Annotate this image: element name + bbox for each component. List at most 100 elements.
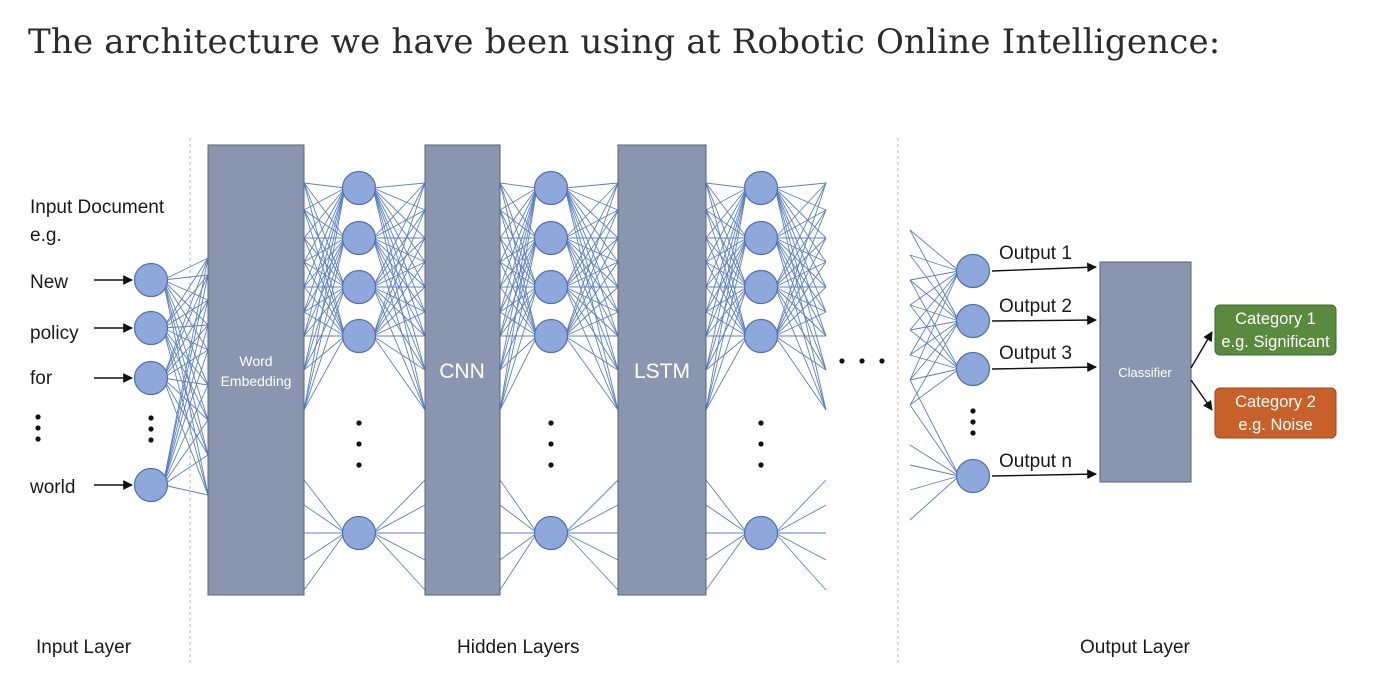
- hidden-layer-edge: [705, 187, 748, 288]
- hidden-layer-edge: [774, 335, 827, 411]
- input-node-ellipsis-dot: [148, 437, 154, 443]
- hidden-layer-edge: [499, 532, 538, 561]
- hidden-layer-edge: [774, 187, 827, 239]
- horizontal-ellipsis-dot: [859, 358, 865, 364]
- output-incoming-edge: [909, 379, 960, 477]
- hidden-layer-edge: [564, 311, 619, 337]
- output-incoming-edge: [909, 368, 960, 381]
- input-layer-label: Input Layer: [36, 637, 132, 658]
- hidden-layer-edge: [499, 335, 538, 411]
- hidden-layer-edge: [303, 532, 346, 591]
- hidden-layer-edge: [303, 209, 346, 288]
- input-node-ellipsis-dot: [148, 426, 154, 432]
- hidden-layer-edge: [564, 532, 619, 561]
- hidden-layer-edge: [303, 187, 346, 371]
- hidden-layer-edge: [303, 237, 346, 371]
- hidden-layer-edge: [499, 187, 538, 263]
- output-incoming-edge: [909, 320, 960, 406]
- hidden-layer-edge: [774, 532, 827, 561]
- hidden-layer-edge: [499, 209, 538, 288]
- ellipsis-dots: [35, 358, 976, 468]
- hidden-layer-edge: [705, 237, 748, 288]
- input-to-embedding-edge: [162, 279, 209, 386]
- hidden-layer-edge: [774, 237, 827, 288]
- output-incoming-edge: [909, 354, 960, 370]
- input-word-policy: policy: [30, 323, 79, 344]
- hidden-layer-edge: [774, 479, 827, 534]
- hidden-layer-edge: [303, 286, 346, 411]
- hidden-layer-edge: [372, 209, 426, 288]
- hidden-layer-edge: [564, 286, 619, 371]
- output-incoming-edge: [909, 320, 960, 381]
- input-to-embedding-edge: [162, 349, 209, 379]
- output-incoming-edge: [909, 475, 960, 521]
- input-to-embedding-edge: [162, 274, 209, 281]
- hidden-node-col2-4: [533, 318, 569, 354]
- hidden-layer-edge: [303, 261, 346, 288]
- hidden-layer-edge: [774, 187, 827, 211]
- hidden-layer-edge: [372, 209, 426, 239]
- hidden-layer-edge: [705, 182, 748, 288]
- hidden-layer-edge: [372, 532, 426, 591]
- input-to-embedding-edge: [162, 279, 209, 421]
- input-to-embedding-edge: [162, 274, 209, 379]
- hidden-layer-edge: [372, 182, 426, 337]
- hidden-layer-edge: [499, 209, 538, 337]
- hidden-layer-edge: [303, 237, 346, 288]
- hidden-layer-edge: [564, 237, 619, 337]
- hidden-layer-edge: [774, 286, 827, 371]
- hidden-layers-label: Hidden Layers: [457, 637, 580, 658]
- hidden-layer-edge: [372, 187, 426, 371]
- hidden-layer-edge: [774, 237, 827, 371]
- classifier-to-category-2-arrow: [1190, 379, 1213, 411]
- hidden-layer-edge: [774, 182, 827, 189]
- hidden-node-ellipsis-dot: [356, 462, 362, 468]
- hidden-layer-edge: [499, 311, 538, 337]
- category-2-box: [1214, 387, 1337, 439]
- input-to-embedding-edge: [162, 299, 209, 329]
- hidden-layer-edge: [372, 261, 426, 337]
- hidden-layer-edge: [372, 187, 426, 239]
- input-to-embedding-edge: [162, 384, 209, 486]
- hidden-layer-edge: [564, 187, 619, 211]
- hidden-layer-edge: [499, 182, 538, 337]
- hidden-layer-edge: [705, 479, 748, 534]
- hidden-node-ellipsis-dot: [548, 441, 554, 447]
- input-to-embedding-edge: [162, 274, 209, 486]
- hidden-layer-edge: [303, 261, 346, 337]
- output-node-4: [955, 458, 991, 494]
- hidden-layer-edge: [372, 261, 426, 288]
- hidden-layer-edge: [499, 479, 538, 534]
- hidden-layer-edge: [303, 182, 346, 337]
- hidden-layer-edge: [705, 237, 748, 337]
- hidden-layer-edge: [705, 182, 748, 189]
- hidden-layer-edge: [499, 286, 538, 411]
- hidden-layer-edge: [774, 182, 827, 239]
- input-to-embedding-edge: [162, 299, 209, 486]
- hidden-layer-edge: [564, 237, 619, 371]
- output-incoming-edge: [909, 320, 960, 331]
- hidden-layer-edge: [499, 187, 538, 288]
- hidden-layer-edge: [499, 182, 538, 189]
- hidden-layer-edge: [564, 209, 619, 337]
- hidden-node-col3-3: [743, 269, 779, 305]
- hidden-layer-edge: [372, 237, 426, 337]
- hidden-node-col3-2: [743, 220, 779, 256]
- input-to-embedding-edge: [162, 327, 209, 496]
- hidden-layer-edge: [774, 261, 827, 288]
- input-to-embedding-edge: [162, 274, 209, 329]
- output-label-3: Output 3: [999, 343, 1072, 364]
- hidden-layer-edge: [303, 286, 346, 371]
- hidden-layer-edge: [303, 182, 346, 288]
- input-word-new: New: [30, 272, 68, 293]
- output-incoming-edge: [909, 368, 960, 406]
- hidden-layer-edge: [372, 182, 426, 189]
- lstm-box: [617, 144, 707, 596]
- input-to-embedding-edge: [162, 327, 209, 421]
- hidden-layer-edge: [705, 311, 748, 337]
- hidden-layer-edge: [564, 187, 619, 371]
- hidden-layer-edge: [372, 209, 426, 337]
- input-node-ellipsis-dot: [148, 415, 154, 421]
- hidden-node-col1-3: [341, 269, 377, 305]
